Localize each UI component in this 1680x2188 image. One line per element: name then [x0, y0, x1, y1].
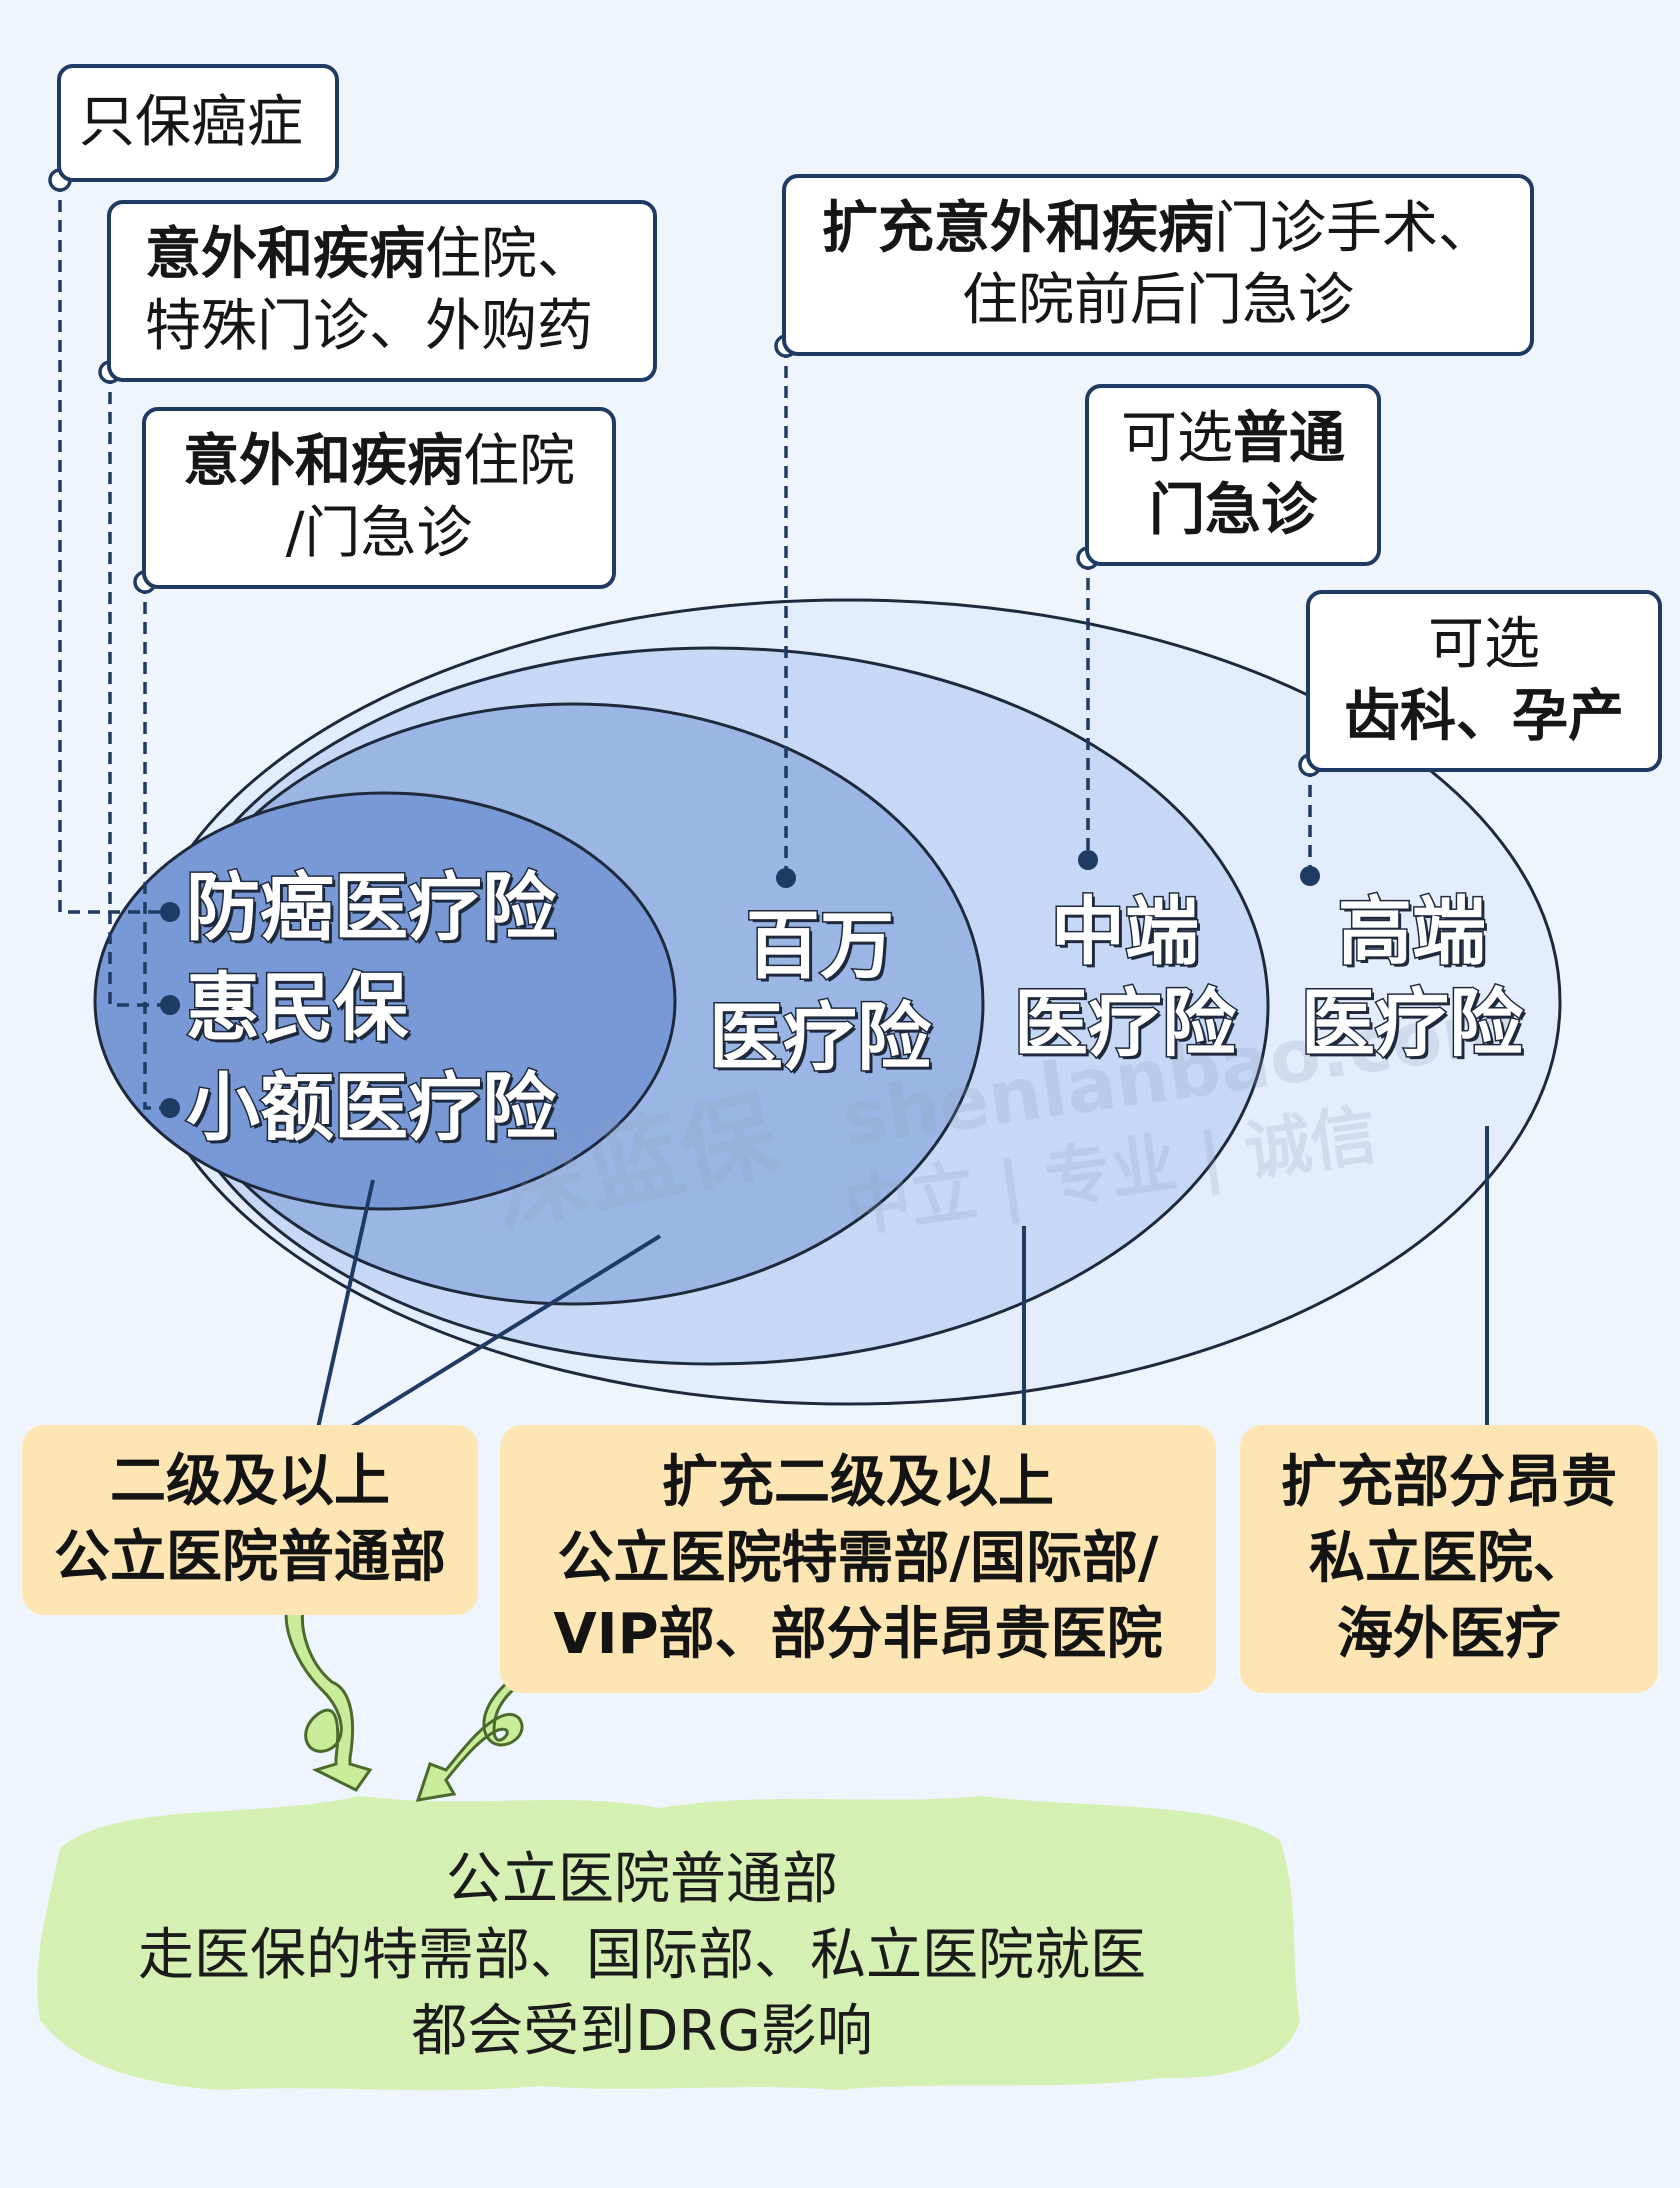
emphasis-text: 意外和疾病	[145, 222, 425, 287]
emphasis-text: 普通	[1233, 406, 1345, 471]
callout-small-line2: /门急诊	[285, 501, 473, 566]
scope-high: 扩充部分昂贵 私立医院、 海外医疗	[1240, 1425, 1658, 1693]
callout-high-line2: 齿科、孕产	[1344, 681, 1624, 753]
plain-text: 住院	[463, 429, 575, 494]
summary-line2: 走医保的特需部、国际部、私立医院就医	[138, 1923, 1146, 1988]
callout-mid: 可选普通 门急诊	[1085, 384, 1381, 566]
connector-dot-filled	[776, 868, 796, 888]
tier-label-mid: 中端 医疗险	[1005, 886, 1245, 1070]
scope-high-line3: 海外医疗	[1337, 1602, 1561, 1667]
emphasis-text: 扩充意外和疾病	[822, 196, 1214, 261]
connector-dot-filled	[1300, 866, 1320, 886]
tier-label-small-medical: 小额医疗险	[185, 1064, 558, 1153]
connector-dot-filled	[160, 995, 180, 1015]
tier-million-line2: 医疗险	[708, 994, 933, 1083]
connector-dot-filled	[1078, 850, 1098, 870]
tier-label-huiminbao: 惠民保	[185, 964, 410, 1053]
tier-million-line1: 百万	[745, 902, 896, 991]
scope-line-million	[348, 1234, 662, 1430]
summary-line1: 公立医院普通部	[446, 1847, 838, 1912]
plain-text: 门诊手术、	[1214, 196, 1494, 261]
tier-label-million: 百万 医疗险	[700, 900, 940, 1084]
callout-million: 扩充意外和疾病门诊手术、 住院前后门急诊	[782, 174, 1534, 356]
callout-million-line1: 扩充意外和疾病门诊手术、	[822, 193, 1494, 265]
curl-arrow-left	[284, 1600, 373, 1792]
scope-high-line1: 扩充部分昂贵	[1281, 1450, 1617, 1515]
callout-high: 可选 齿科、孕产	[1306, 590, 1662, 772]
plain-text: 可选	[1121, 406, 1233, 471]
emphasis-text: 门急诊	[1149, 478, 1317, 543]
scope-mid-line3: VIP部、部分非昂贵医院	[553, 1602, 1163, 1667]
scope-basic-line2: 公立医院普通部	[54, 1525, 446, 1590]
tier-label-high: 高端 医疗险	[1292, 886, 1532, 1070]
tier-label-cancer-medical: 防癌医疗险	[185, 864, 558, 953]
summary-text: 公立医院普通部 走医保的特需部、国际部、私立医院就医 都会受到DRG影响	[40, 1842, 1244, 2070]
emphasis-text: 意外和疾病	[183, 429, 463, 494]
tier-high-line2: 医疗险	[1300, 980, 1525, 1069]
scope-mid-line2: 公立医院特需部/国际部/	[557, 1526, 1159, 1591]
tier-inner-list: 防癌医疗险 惠民保 小额医疗险	[185, 858, 558, 1158]
callout-small-line1: 意外和疾病住院	[183, 426, 575, 498]
summary-line3: 都会受到DRG影响	[411, 1999, 873, 2064]
tier-high-line1: 高端	[1337, 888, 1488, 977]
ellipse-inner	[93, 791, 677, 1211]
curl-arrow-right	[415, 1658, 557, 1802]
callout-huiminbao-line1: 意外和疾病住院、	[145, 219, 653, 291]
callout-mid-line2: 门急诊	[1149, 475, 1317, 547]
callout-mid-line1: 可选普通	[1121, 403, 1345, 475]
tier-mid-line1: 中端	[1050, 888, 1201, 977]
callout-million-line2: 住院前后门急诊	[962, 268, 1354, 333]
summary-blob	[37, 1796, 1301, 2091]
connector-dot-filled	[160, 1098, 180, 1118]
scope-line-inner	[316, 1179, 375, 1429]
callout-small-medical: 意外和疾病住院 /门急诊	[142, 407, 616, 589]
connector-huiminbao	[108, 372, 170, 1007]
tier-mid-line2: 医疗险	[1013, 980, 1238, 1069]
callout-huiminbao: 意外和疾病住院、 特殊门诊、外购药	[107, 200, 657, 382]
scope-high-line2: 私立医院、	[1309, 1526, 1589, 1591]
connector-dot-filled	[160, 902, 180, 922]
emphasis-text: 齿科、孕产	[1344, 684, 1624, 749]
plain-text: 住院、	[425, 222, 593, 287]
callout-huiminbao-line2: 特殊门诊、外购药	[145, 294, 593, 359]
scope-mid-line1: 扩充二级及以上	[662, 1450, 1054, 1515]
callout-cancer-only: 只保癌症	[57, 64, 339, 182]
connector-cancer	[58, 180, 170, 914]
scope-basic: 二级及以上 公立医院普通部	[22, 1425, 478, 1615]
scope-mid: 扩充二级及以上 公立医院特需部/国际部/ VIP部、部分非昂贵医院	[500, 1425, 1216, 1693]
callout-cancer-text: 只保癌症	[79, 90, 303, 155]
scope-basic-line1: 二级及以上	[110, 1449, 390, 1514]
callout-high-line1: 可选	[1428, 612, 1540, 677]
